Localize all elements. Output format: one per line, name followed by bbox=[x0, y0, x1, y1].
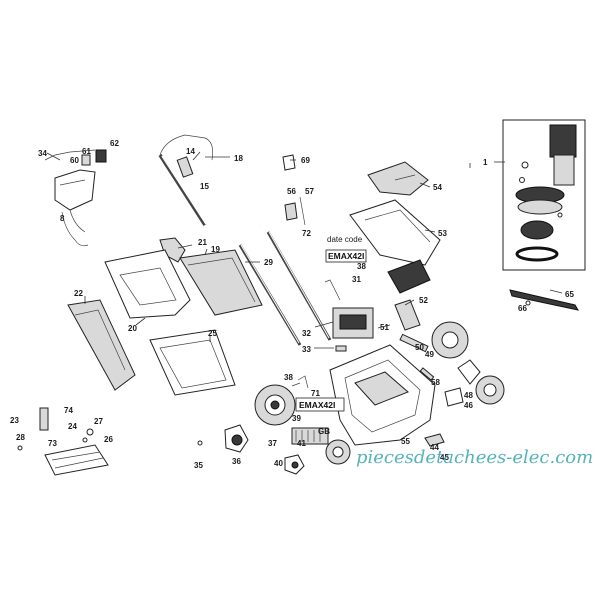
part-label-19: 19 bbox=[211, 245, 220, 254]
switch-box-assembly bbox=[44, 149, 107, 247]
part-label-26: 26 bbox=[104, 435, 113, 444]
upper-handle bbox=[158, 134, 261, 226]
cutting-blade bbox=[509, 289, 580, 311]
part-label-28: 28 bbox=[16, 433, 25, 442]
part-label-14: 14 bbox=[186, 147, 195, 156]
battery-control-unit bbox=[332, 307, 374, 352]
part-label-34: 34 bbox=[38, 149, 47, 158]
part-label-22: 22 bbox=[74, 289, 83, 298]
watermark: piecesdetachees-elec.com bbox=[356, 447, 593, 468]
part-label-31: 31 bbox=[352, 275, 361, 284]
part-label-40: 40 bbox=[274, 459, 283, 468]
part-label-23: 23 bbox=[10, 416, 19, 425]
rear-roller bbox=[291, 427, 329, 445]
part-label-69: 69 bbox=[301, 156, 310, 165]
part-label-35: 35 bbox=[194, 461, 203, 470]
part-label-1: 1 bbox=[483, 158, 488, 167]
part-label-33: 33 bbox=[302, 345, 311, 354]
date-code-box: date code EMAX42I 38 bbox=[325, 235, 366, 271]
part-label-29: 29 bbox=[264, 258, 273, 267]
part-label-32: 32 bbox=[302, 329, 311, 338]
hub-parts bbox=[197, 359, 481, 475]
part-label-53: 53 bbox=[438, 229, 447, 238]
part-label-36: 36 bbox=[232, 457, 241, 466]
date-code-number: 38 bbox=[357, 262, 366, 271]
part-label-61: 61 bbox=[82, 147, 91, 156]
part-label-25: 25 bbox=[208, 329, 217, 338]
small-parts-left bbox=[17, 407, 109, 476]
part-label-51: 51 bbox=[380, 323, 389, 332]
date-code-model: EMAX42I bbox=[328, 251, 364, 261]
part-label-44: 44 bbox=[430, 443, 439, 452]
model-code-box: EMAX42I GB bbox=[295, 397, 345, 436]
part-label-56: 56 bbox=[287, 187, 296, 196]
part-label-52: 52 bbox=[419, 296, 428, 305]
part-label-62: 62 bbox=[110, 139, 119, 148]
part-label-71: 71 bbox=[311, 389, 320, 398]
gb-label: GB bbox=[318, 427, 330, 436]
motor-cover-parts bbox=[349, 161, 441, 331]
part-label-18: 18 bbox=[234, 154, 243, 163]
misc-small-parts bbox=[282, 154, 464, 447]
part-label-57: 57 bbox=[305, 187, 314, 196]
mower-deck bbox=[329, 344, 436, 446]
part-label-38: 38 bbox=[284, 373, 293, 382]
part-label-60: 60 bbox=[70, 156, 79, 165]
date-code-caption: date code bbox=[327, 235, 363, 244]
leader-lines bbox=[46, 151, 563, 349]
part-label-65: 65 bbox=[565, 290, 574, 299]
part-label-15: 15 bbox=[200, 182, 209, 191]
part-label-72: 72 bbox=[302, 229, 311, 238]
part-label-24: 24 bbox=[68, 422, 77, 431]
part-label-58: 58 bbox=[431, 378, 440, 387]
part-label-55: 55 bbox=[401, 437, 410, 446]
part-label-50: 50 bbox=[415, 343, 424, 352]
part-label-20: 20 bbox=[128, 324, 137, 333]
part-label-54: 54 bbox=[433, 183, 442, 192]
part-label-21: 21 bbox=[198, 238, 207, 247]
part-label-49: 49 bbox=[425, 350, 434, 359]
grass-box-parts bbox=[67, 237, 263, 396]
part-label-37: 37 bbox=[268, 439, 277, 448]
wheels bbox=[254, 321, 505, 465]
part-label-8: 8 bbox=[60, 214, 65, 223]
part-label-41: 41 bbox=[297, 439, 306, 448]
part-label-45: 45 bbox=[440, 453, 449, 462]
part-label-73: 73 bbox=[48, 439, 57, 448]
part-label-74: 74 bbox=[64, 406, 73, 415]
part-label-46: 46 bbox=[464, 401, 473, 410]
motor-assembly-box bbox=[502, 119, 586, 271]
part-label-48: 48 bbox=[464, 391, 473, 400]
part-label-66: 66 bbox=[518, 304, 527, 313]
model-code-label: EMAX42I bbox=[299, 400, 335, 410]
part-labels: 1 8 14 15 18 19 20 21 22 23 24 25 26 27 … bbox=[10, 139, 574, 470]
part-label-27: 27 bbox=[94, 417, 103, 426]
part-label-39: 39 bbox=[292, 414, 301, 423]
